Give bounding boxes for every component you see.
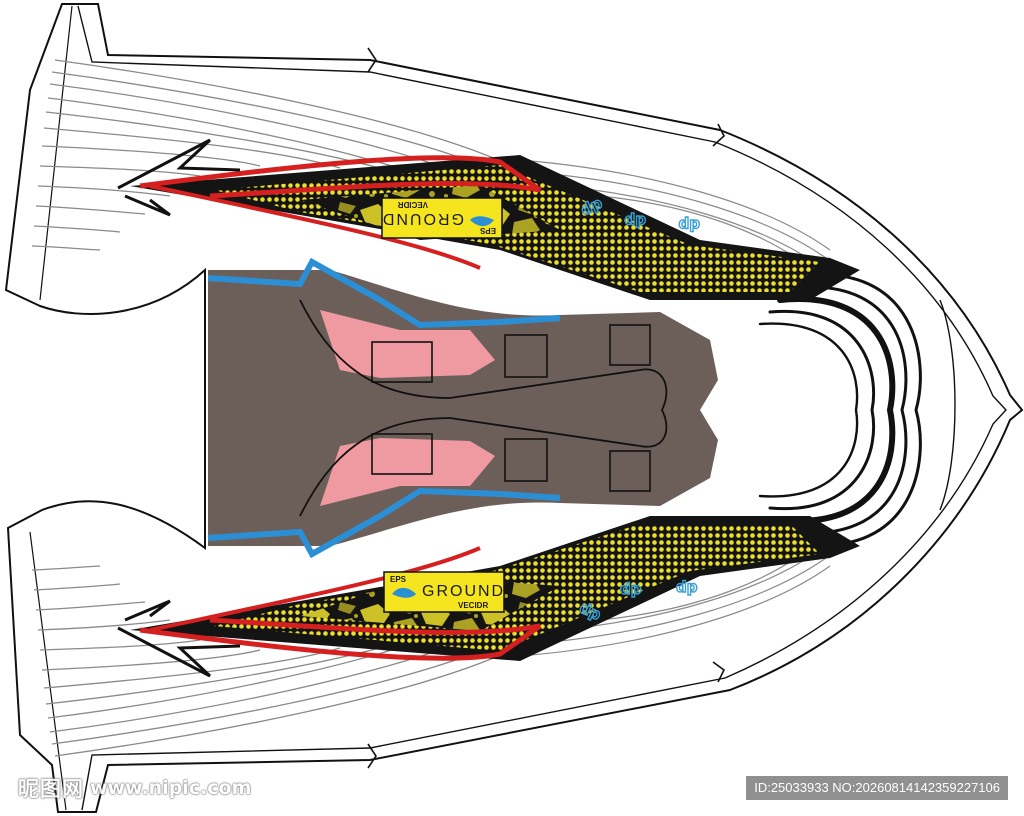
- badge-top-line1: GROUND: [381, 210, 464, 227]
- badge-top-line2: VECIDR: [398, 200, 428, 209]
- toe-black-stripes: [758, 273, 922, 547]
- badge-bottom-line2: VECIDR: [458, 601, 488, 610]
- watermark-site-name: 昵图网: [18, 777, 84, 801]
- badge-bottom-line1: GROUND: [422, 583, 505, 600]
- sole-shape: [207, 257, 718, 559]
- dp-mark-2: dp: [624, 212, 646, 230]
- dp-mark-5: dp: [620, 580, 642, 598]
- ground-badge-top: GROUND VECIDR EPS: [381, 197, 503, 239]
- watermark-url: www.nipic.com: [90, 777, 252, 799]
- badge-top-line3: EPS: [479, 226, 496, 235]
- dp-mark-6: dp: [676, 578, 698, 596]
- ground-badge-bottom: GROUND VECIDR EPS: [383, 571, 505, 613]
- dp-mark-3: dp: [678, 216, 700, 234]
- image-id-label: ID:25033933 NO:20260814142359227106: [746, 776, 1008, 800]
- badge-bottom-line3: EPS: [390, 575, 407, 584]
- site-watermark: 昵图网 www.nipic.com: [18, 773, 251, 803]
